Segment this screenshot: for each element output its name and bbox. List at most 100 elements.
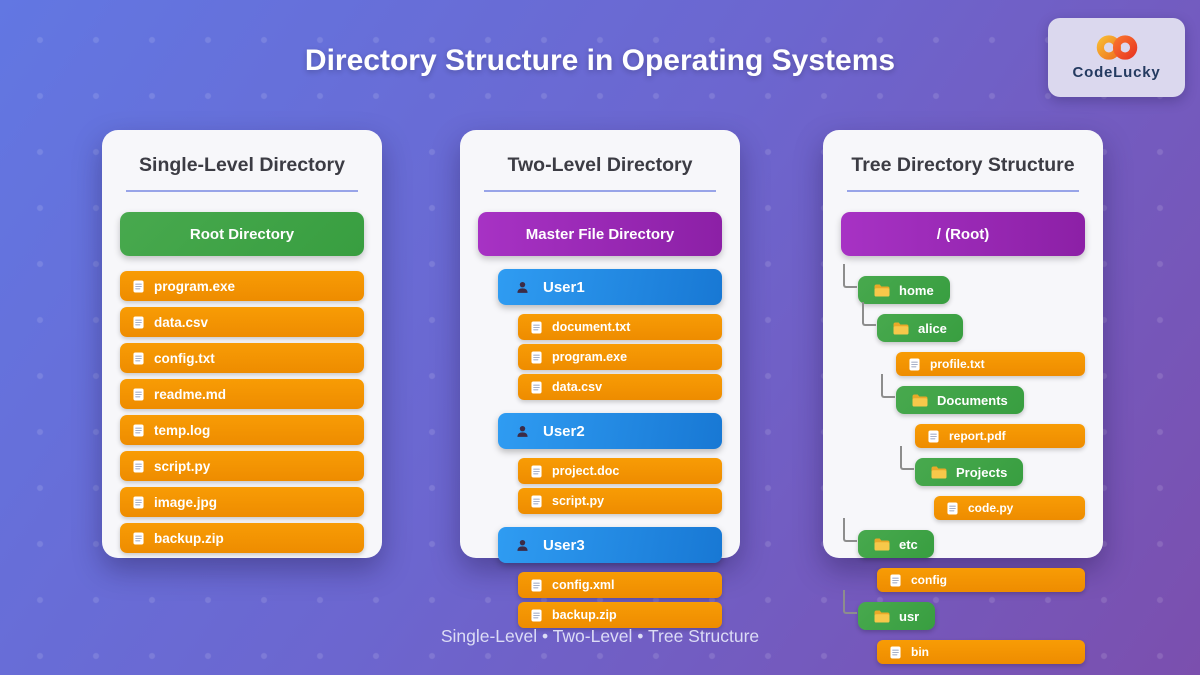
file-label: script.py — [552, 494, 605, 508]
file-item: data.csv — [120, 307, 364, 337]
user-group: User1 document.txt program.exe data.csv — [498, 269, 722, 400]
file-label: temp.log — [154, 422, 211, 438]
tree-connector — [900, 446, 914, 470]
tree-root-node: / (Root) — [841, 212, 1085, 256]
tree-row: config — [841, 568, 1085, 592]
folder-node: usr — [858, 602, 936, 630]
user-file-list: config.xml backup.zip — [518, 572, 722, 628]
folder-label: alice — [918, 320, 947, 336]
logo-text: CodeLucky — [1072, 64, 1161, 81]
folder-icon — [931, 466, 947, 479]
file-item: temp.log — [120, 415, 364, 445]
file-label: readme.md — [154, 386, 227, 402]
file-icon — [531, 465, 542, 478]
file-item: backup.zip — [518, 602, 722, 628]
file-item: project.doc — [518, 458, 722, 484]
user-name-label: User2 — [543, 422, 585, 440]
codelucky-logo: CodeLucky — [1048, 18, 1185, 97]
file-icon — [890, 646, 901, 659]
file-label: program.exe — [552, 350, 628, 364]
card-two-level-title: Two-Level Directory — [484, 154, 716, 192]
file-label: code.py — [968, 501, 1014, 515]
file-label: program.exe — [154, 278, 236, 294]
folder-node: Documents — [896, 386, 1024, 414]
file-item: config.txt — [120, 343, 364, 373]
file-item: data.csv — [518, 374, 722, 400]
file-item: program.exe — [518, 344, 722, 370]
tree-connector — [862, 302, 876, 326]
user-group: User2 project.doc script.py — [498, 413, 722, 514]
file-icon — [133, 532, 144, 545]
file-item: image.jpg — [120, 487, 364, 517]
file-label: config.txt — [154, 350, 215, 366]
file-label: backup.zip — [154, 530, 224, 546]
user-name-label: User1 — [543, 278, 585, 296]
file-item: readme.md — [120, 379, 364, 409]
tree-row: code.py — [841, 496, 1085, 520]
file-label: script.py — [154, 458, 211, 474]
file-icon — [531, 351, 542, 364]
file-label: image.jpg — [154, 494, 218, 510]
page-title: Directory Structure in Operating Systems — [304, 44, 896, 77]
tree-row: home — [841, 264, 1085, 304]
file-icon — [909, 358, 920, 371]
user-icon — [516, 281, 529, 294]
user-name-label: User3 — [543, 536, 585, 554]
card-single-level: Single-Level Directory Root Directory pr… — [102, 130, 382, 558]
file-item: bin — [877, 640, 1085, 664]
file-icon — [531, 381, 542, 394]
folder-label: home — [899, 282, 934, 298]
file-icon — [133, 460, 144, 473]
user-directory-node: User1 — [498, 269, 722, 305]
file-label: profile.txt — [930, 357, 985, 371]
file-label: bin — [911, 645, 929, 659]
file-icon — [531, 495, 542, 508]
folder-label: Projects — [956, 464, 1008, 480]
file-label: report.pdf — [949, 429, 1006, 443]
user-icon — [516, 539, 529, 552]
file-label: backup.zip — [552, 608, 617, 622]
tree-row: Documents — [841, 374, 1085, 414]
file-item: profile.txt — [896, 352, 1085, 376]
folder-node: etc — [858, 530, 934, 558]
file-icon — [928, 430, 939, 443]
tree-row: profile.txt — [841, 352, 1085, 376]
file-label: data.csv — [552, 380, 603, 394]
file-item: script.py — [518, 488, 722, 514]
file-icon — [531, 579, 542, 592]
file-item: config.xml — [518, 572, 722, 598]
folder-node: alice — [877, 314, 963, 342]
file-item: document.txt — [518, 314, 722, 340]
card-two-level: Two-Level Directory Master File Director… — [460, 130, 740, 628]
file-icon — [133, 352, 144, 365]
folder-node: Projects — [915, 458, 1024, 486]
infinity-icon — [1090, 34, 1144, 61]
tree-row: etc — [841, 518, 1085, 558]
file-icon — [947, 502, 958, 515]
card-tree-title: Tree Directory Structure — [847, 154, 1079, 192]
file-icon — [133, 388, 144, 401]
user-file-list: project.doc script.py — [518, 458, 722, 514]
folder-icon — [874, 284, 890, 297]
file-icon — [133, 496, 144, 509]
tree-connector — [843, 590, 857, 614]
folder-icon — [912, 394, 928, 407]
tree-row: Projects — [841, 446, 1085, 486]
user-icon — [516, 425, 529, 438]
card-single-level-title: Single-Level Directory — [126, 154, 358, 192]
user-group: User3 config.xml backup.zip — [498, 527, 722, 628]
file-label: document.txt — [552, 320, 631, 334]
user-directory-node: User2 — [498, 413, 722, 449]
folder-icon — [874, 538, 890, 551]
folder-icon — [874, 610, 890, 623]
tree-connector — [843, 518, 857, 542]
file-label: config — [911, 573, 947, 587]
file-item: config — [877, 568, 1085, 592]
user-directory-node: User3 — [498, 527, 722, 563]
folder-label: Documents — [937, 392, 1008, 408]
folder-label: usr — [899, 608, 920, 624]
file-icon — [531, 321, 542, 334]
